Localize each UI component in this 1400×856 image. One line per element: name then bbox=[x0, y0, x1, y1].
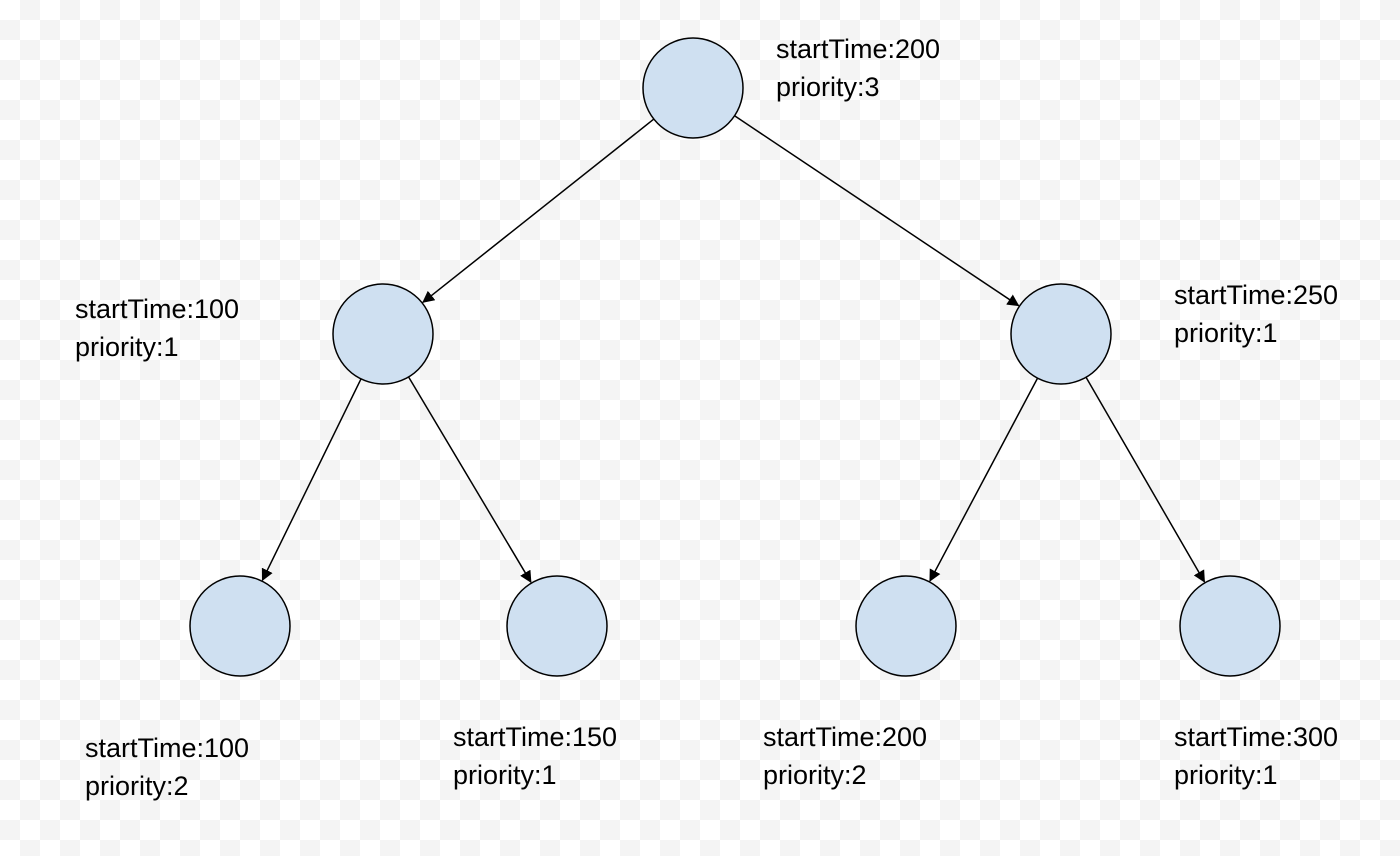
nodes-layer bbox=[189, 37, 1281, 677]
start-time-text: startTime:200 bbox=[763, 722, 928, 752]
start-time-text: startTime:150 bbox=[453, 722, 618, 752]
node-label-n6: startTime:300 priority:1 bbox=[1174, 718, 1338, 794]
tree-node-n2 bbox=[1010, 283, 1112, 385]
priority-text: priority:3 bbox=[776, 72, 880, 102]
node-label-n5: startTime:200 priority:2 bbox=[763, 718, 927, 794]
edge-arrow-n0-n1 bbox=[422, 118, 655, 303]
edge-arrow-n1-n4 bbox=[407, 376, 532, 584]
edge-arrow-n0-n2 bbox=[734, 115, 1020, 307]
node-label-n4: startTime:150 priority:1 bbox=[453, 718, 617, 794]
priority-text: priority:1 bbox=[75, 332, 179, 362]
node-label-n1: startTime:100 priority:1 bbox=[75, 290, 239, 366]
node-label-n3: startTime:100 priority:2 bbox=[85, 729, 249, 805]
start-time-text: startTime:250 bbox=[1174, 280, 1339, 310]
priority-text: priority:1 bbox=[453, 760, 557, 790]
start-time-text: startTime:200 bbox=[776, 34, 941, 64]
tree-node-n5 bbox=[855, 575, 957, 677]
tree-node-n0 bbox=[642, 37, 744, 139]
tree-node-n1 bbox=[332, 283, 434, 385]
node-label-n0: startTime:200 priority:3 bbox=[776, 30, 940, 106]
edge-arrow-n2-n5 bbox=[929, 377, 1039, 582]
tree-node-n3 bbox=[189, 575, 291, 677]
edge-arrow-n2-n6 bbox=[1085, 376, 1206, 583]
edge-arrow-n1-n3 bbox=[261, 378, 362, 582]
priority-text: priority:2 bbox=[85, 771, 189, 801]
start-time-text: startTime:100 bbox=[85, 733, 250, 763]
priority-text: priority:1 bbox=[1174, 318, 1278, 348]
start-time-text: startTime:300 bbox=[1174, 722, 1339, 752]
edges-layer bbox=[261, 115, 1206, 584]
tree-node-n6 bbox=[1179, 575, 1281, 677]
tree-node-n4 bbox=[506, 575, 608, 677]
start-time-text: startTime:100 bbox=[75, 294, 240, 324]
node-label-n2: startTime:250 priority:1 bbox=[1174, 276, 1338, 352]
priority-text: priority:1 bbox=[1174, 760, 1278, 790]
priority-text: priority:2 bbox=[763, 760, 867, 790]
